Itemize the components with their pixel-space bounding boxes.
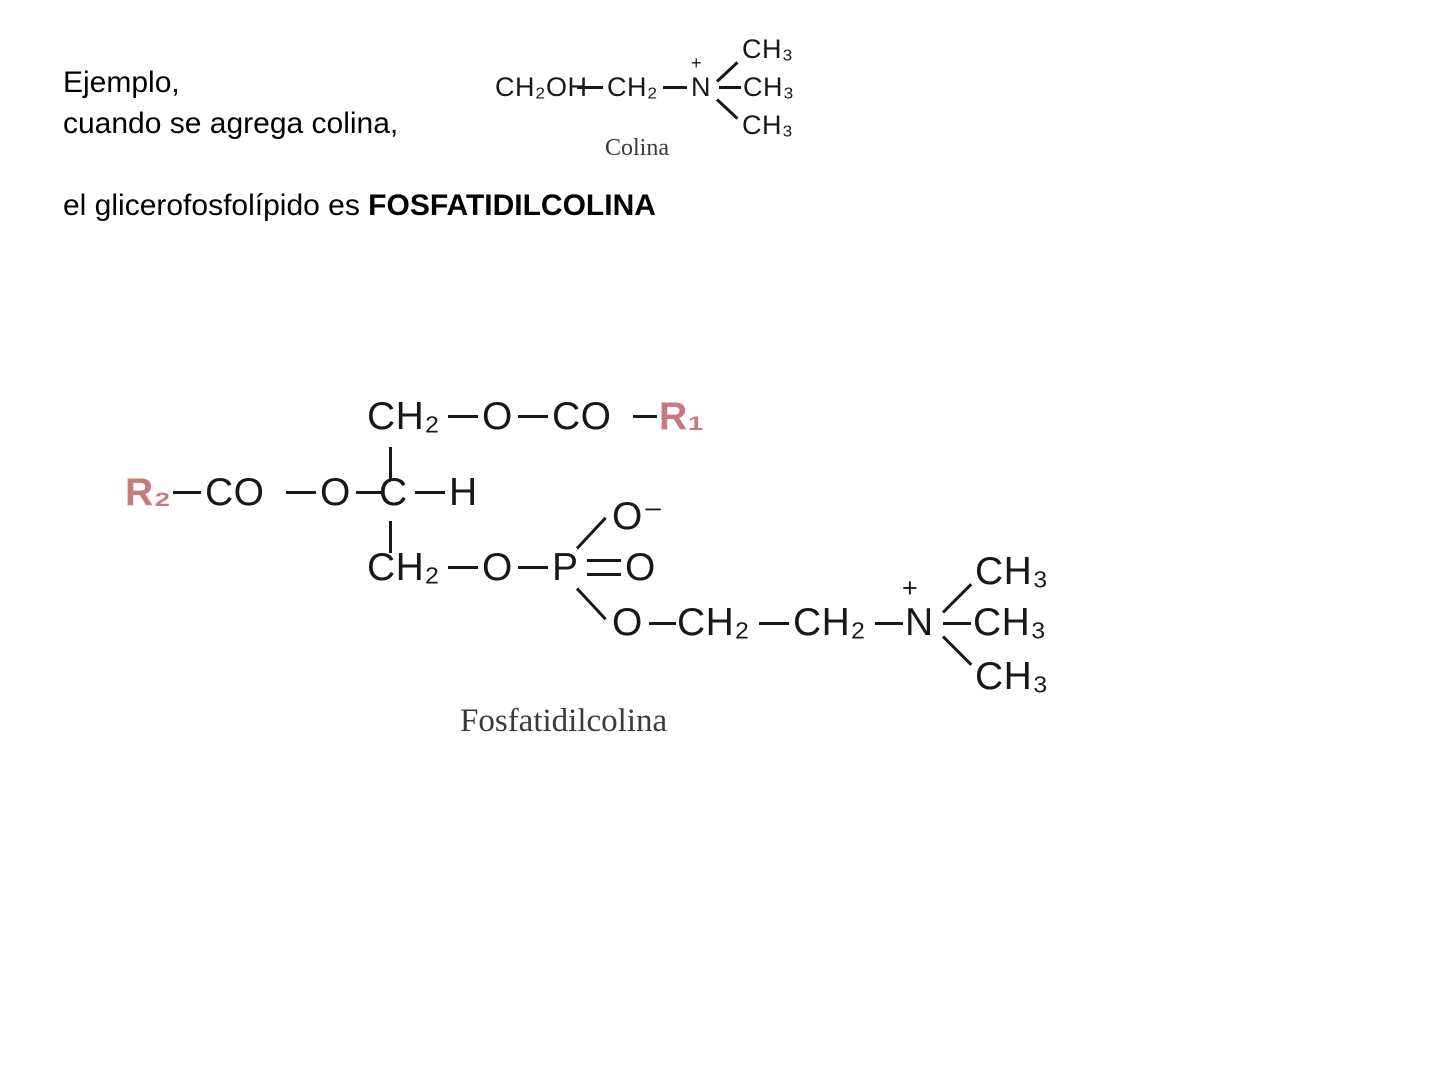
pc-atom-top-o: O [482, 395, 513, 438]
slide-line-2: cuando se agrega colina, [63, 107, 399, 140]
pc-bond-top-ch2-o [448, 415, 478, 418]
pc-bond-bot-ch2-o [448, 566, 478, 569]
pc-atom-chain-ch2-a: CH₂ [677, 601, 750, 644]
pc-bond-r2-co [173, 491, 201, 494]
pc-bond-o-c-center [356, 491, 384, 494]
pc-bond-c-h [415, 491, 445, 494]
pc-atom-o-minus: O⁻ [612, 495, 664, 538]
pc-atom-p-double-o: O [625, 546, 656, 589]
slide-conclusion-line: el glicerofosfolípido es FOSFATIDILCOLIN… [63, 185, 656, 226]
pc-atom-chain-ch2-b: CH₂ [793, 601, 866, 644]
choline-structure-diagram: CH₂OH CH₂ N + CH₃ CH₃ CH₃ Colina [495, 28, 825, 168]
pc-atom-ch3-mid: CH₃ [973, 601, 1047, 644]
choline-bond-n-ch3-top [715, 61, 739, 83]
pc-nitrogen-charge: + [902, 573, 918, 603]
choline-bond-n-ch3-mid [719, 86, 741, 89]
pc-bond-n-ch3-bot [941, 635, 973, 666]
pc-atom-bot-o: O [482, 546, 513, 589]
pc-bond-vertical-lower [389, 521, 392, 553]
pc-atom-r1: R₁ [659, 395, 705, 438]
pc-atom-ch3-bot: CH₃ [975, 655, 1049, 698]
pc-atom-ester-o: O [612, 601, 643, 644]
pc-bond-top-co-r1 [633, 415, 657, 418]
conclusion-prefix: el glicerofosfolípido es [63, 189, 369, 222]
pc-bond-n-ch3-mid [943, 622, 971, 625]
choline-nitrogen-charge: + [691, 53, 702, 73]
pc-atom-top-ch2: CH₂ [367, 395, 440, 438]
pc-bond-ch2b-n [875, 622, 903, 625]
pc-atom-left-co: CO [205, 471, 265, 514]
pc-atom-r2: R₂ [125, 471, 172, 514]
pc-bond-n-ch3-top [941, 583, 973, 614]
choline-bond-ch2oh-ch2 [577, 86, 603, 89]
choline-atom-ch3-bot: CH₃ [742, 110, 794, 140]
pc-atom-bot-ch2: CH₂ [367, 546, 440, 589]
slide-text-block: Ejemplo, cuando se agrega colina, el gli… [63, 62, 656, 226]
pc-atom-ch3-top: CH₃ [975, 550, 1049, 593]
pc-atom-center-c: C [379, 471, 408, 514]
choline-atom-ch3-mid: CH₃ [743, 72, 795, 102]
conclusion-bold-term: FOSFATIDILCOLINA [368, 189, 656, 222]
choline-bond-n-ch3-bot [715, 98, 739, 120]
phosphatidylcholine-structure-diagram: CH₂ O CO R₁ R₂ CO O C H CH₂ O P O O⁻ O C… [115, 385, 1065, 750]
choline-atom-ch3-top: CH₃ [742, 34, 794, 64]
pc-bond-p-o-minus [575, 516, 607, 550]
phosphatidylcholine-caption: Fosfatidilcolina [460, 703, 668, 739]
pc-bond-ch2a-ch2b [759, 622, 789, 625]
pc-atom-left-o: O [320, 471, 351, 514]
pc-bond-top-o-co [518, 415, 548, 418]
pc-bond-p-double-o-lower [587, 573, 621, 576]
slide-line-1: Ejemplo, [63, 66, 180, 99]
choline-atom-nitrogen: N [691, 72, 711, 102]
pc-atom-center-h: H [449, 471, 478, 514]
choline-bond-ch2-n [663, 86, 687, 89]
pc-atom-top-co: CO [552, 395, 612, 438]
pc-bond-p-double-o-upper [587, 559, 621, 562]
pc-bond-p-ester-o [575, 587, 607, 621]
pc-atom-phosphorus: P [552, 546, 579, 589]
choline-atom-ch2oh: CH₂OH [495, 72, 588, 102]
pc-bond-co-o-left [286, 491, 316, 494]
choline-caption: Colina [605, 135, 669, 161]
pc-bond-ester-o-ch2a [649, 622, 676, 625]
choline-atom-ch2: CH₂ [607, 72, 658, 102]
pc-bond-vertical-upper [389, 447, 392, 479]
pc-atom-nitrogen: N [905, 601, 934, 644]
pc-bond-bot-o-p [518, 566, 548, 569]
